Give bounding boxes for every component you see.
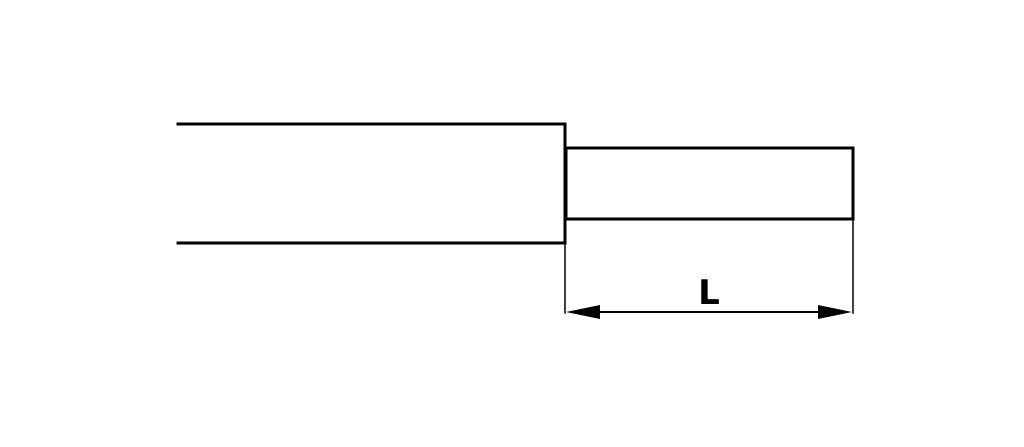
cable-insulation [176,122,567,245]
arrowhead-right [818,305,852,319]
length-dimension: L [564,220,854,319]
dimension-label: L [698,273,720,313]
arrowhead-left [566,305,600,319]
stripped-conductor [564,146,855,221]
